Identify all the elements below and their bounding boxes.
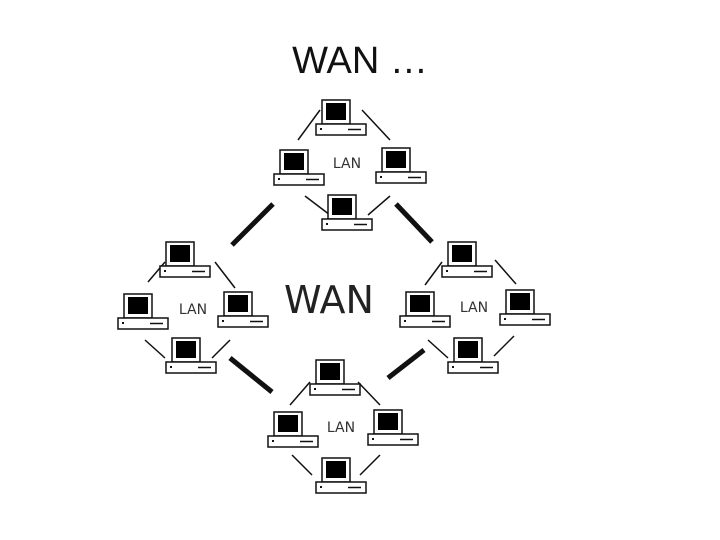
computer-icon xyxy=(441,241,493,278)
computer-icon xyxy=(159,241,211,278)
computer-icon xyxy=(321,194,373,231)
slide-title: WAN … xyxy=(292,40,428,82)
lan-label-left: LAN xyxy=(179,302,207,318)
computer-icon xyxy=(399,291,451,328)
computer-icon xyxy=(165,337,217,374)
computer-icon xyxy=(309,359,361,396)
lan-bottom-links xyxy=(289,381,381,476)
computer-icon xyxy=(267,411,319,448)
wan-center-label: WAN xyxy=(284,278,374,322)
computer-icons xyxy=(117,99,551,494)
computer-icon xyxy=(447,337,499,374)
lan-label-top: LAN xyxy=(333,156,361,172)
computer-icon xyxy=(375,147,427,184)
lan-label-bottom: LAN xyxy=(327,420,355,436)
computer-icon xyxy=(315,99,367,136)
computer-icon xyxy=(217,291,269,328)
lan-left-links xyxy=(144,261,236,359)
wan-link-top-left xyxy=(230,202,275,247)
computer-icon xyxy=(273,149,325,186)
lan-top-links xyxy=(297,109,391,216)
wan-link-bottom-left xyxy=(228,356,274,394)
wan-link-top-right xyxy=(394,202,434,244)
lan-right-links xyxy=(424,259,517,359)
wan-link-bottom-right xyxy=(386,348,426,380)
lan-label-right: LAN xyxy=(460,300,488,316)
computer-icon xyxy=(117,293,169,330)
computer-icon xyxy=(499,289,551,326)
computer-icon xyxy=(367,409,419,446)
computer-icon xyxy=(315,457,367,494)
